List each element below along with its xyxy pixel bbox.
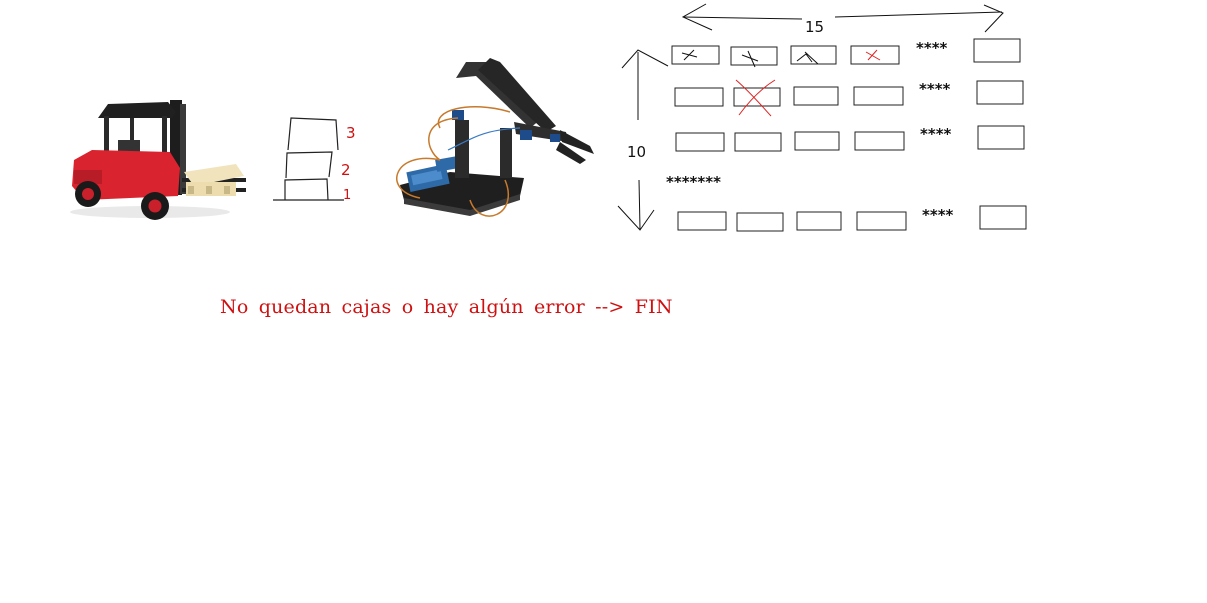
end-condition-caption: No quedan cajas o hay algún error --> FI… <box>220 296 673 318</box>
stack-label-1: 1 <box>343 188 351 203</box>
stack-label-3: 3 <box>346 124 356 142</box>
row-ellipsis: **** <box>922 206 954 224</box>
robotic-arm-icon <box>396 58 594 217</box>
gap-ellipsis: ******* <box>666 173 721 191</box>
row-ellipsis: **** <box>919 80 951 98</box>
row-ellipsis: **** <box>916 39 948 57</box>
grid-row <box>675 125 1025 152</box>
forklift-icon <box>70 100 246 220</box>
row-ellipsis: **** <box>920 125 952 143</box>
width-label: 15 <box>805 18 824 36</box>
stack-label-2: 2 <box>341 161 351 179</box>
width-arrow <box>681 3 1004 33</box>
box-stack-sketch <box>273 117 344 201</box>
grid-row <box>671 38 1021 66</box>
big-red-x-mark <box>735 79 776 117</box>
height-label: 10 <box>627 143 646 161</box>
grid-row <box>674 80 1024 107</box>
checked-box-marks <box>681 49 881 68</box>
grid-row <box>677 205 1027 232</box>
height-arrow <box>617 49 669 231</box>
